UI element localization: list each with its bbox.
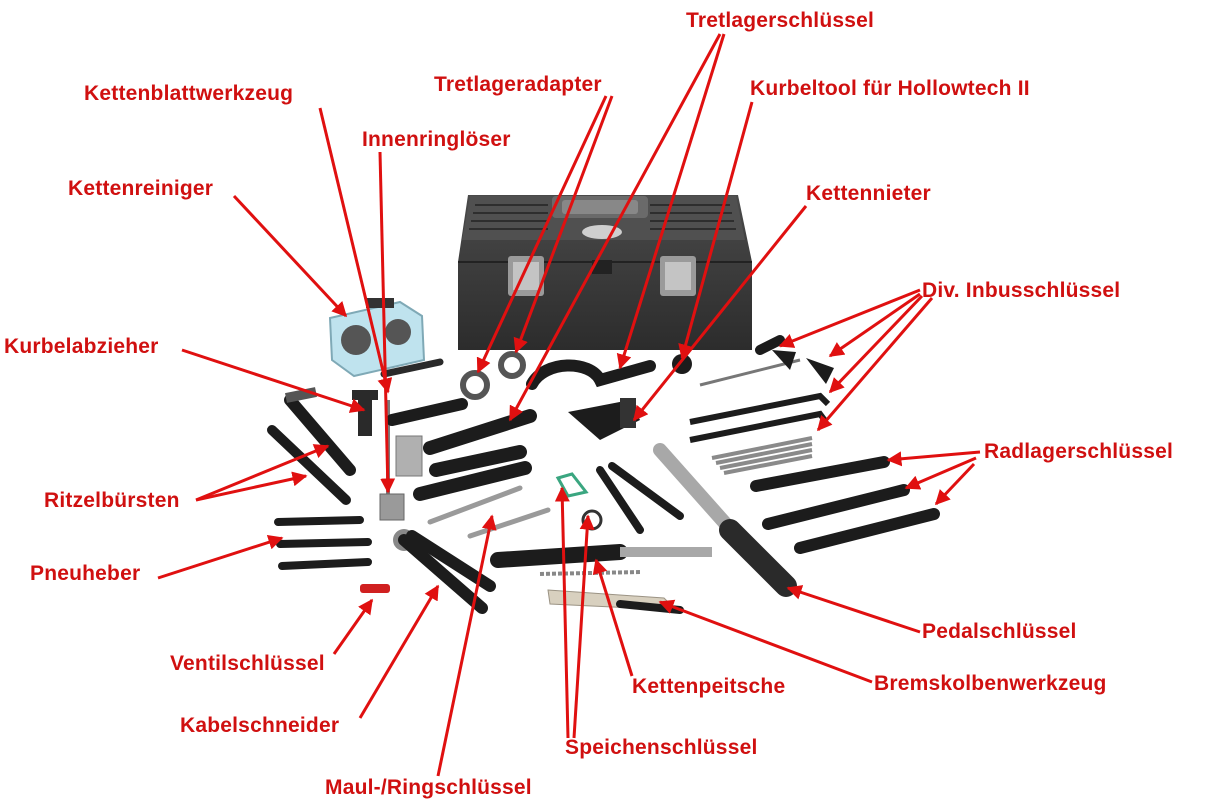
label-kettenreiniger: Kettenreiniger: [68, 177, 214, 200]
label-maulringschluessel: Maul-/Ringschlüssel: [325, 776, 532, 799]
label-speichenschluessel: Speichenschlüssel: [565, 736, 758, 759]
label-inbusschluessel: Div. Inbusschlüssel: [922, 279, 1121, 302]
chain-cleaner: [328, 298, 426, 378]
label-radlagerschluessel: Radlagerschlüssel: [984, 440, 1173, 463]
label-bremskolbenwerkzeug: Bremskolbenwerkzeug: [874, 672, 1107, 695]
label-pneuheber: Pneuheber: [30, 562, 141, 585]
label-kettennieter: Kettennieter: [806, 182, 931, 205]
label-kettenblattwerkzeug: Kettenblattwerkzeug: [84, 82, 294, 105]
label-arrows: [157, 33, 981, 777]
label-kabelschneider: Kabelschneider: [180, 714, 340, 737]
crank-puller: [352, 390, 378, 436]
label-kurbelabzieher: Kurbelabzieher: [4, 335, 159, 358]
label-innenringloeser: Innenringlöser: [362, 128, 511, 151]
label-tretlageradapter: Tretlageradapter: [434, 73, 602, 96]
tools-layout: [267, 298, 940, 614]
label-tretlagerschluessel: Tretlagerschlüssel: [686, 9, 875, 32]
sprocket-brushes: [267, 387, 356, 505]
label-kurbeltool: Kurbeltool für Hollowtech II: [750, 77, 1030, 100]
cable-cutter: [393, 529, 496, 614]
chain-tool: [568, 398, 640, 440]
label-ritzelbuersten: Ritzelbürsten: [44, 489, 180, 512]
label-ventilschluessel: Ventilschlüssel: [170, 652, 325, 675]
label-pedalschluessel: Pedalschlüssel: [922, 620, 1077, 643]
pedal-wrench: [653, 443, 797, 597]
label-kettenpeitsche: Kettenpeitsche: [632, 675, 786, 698]
